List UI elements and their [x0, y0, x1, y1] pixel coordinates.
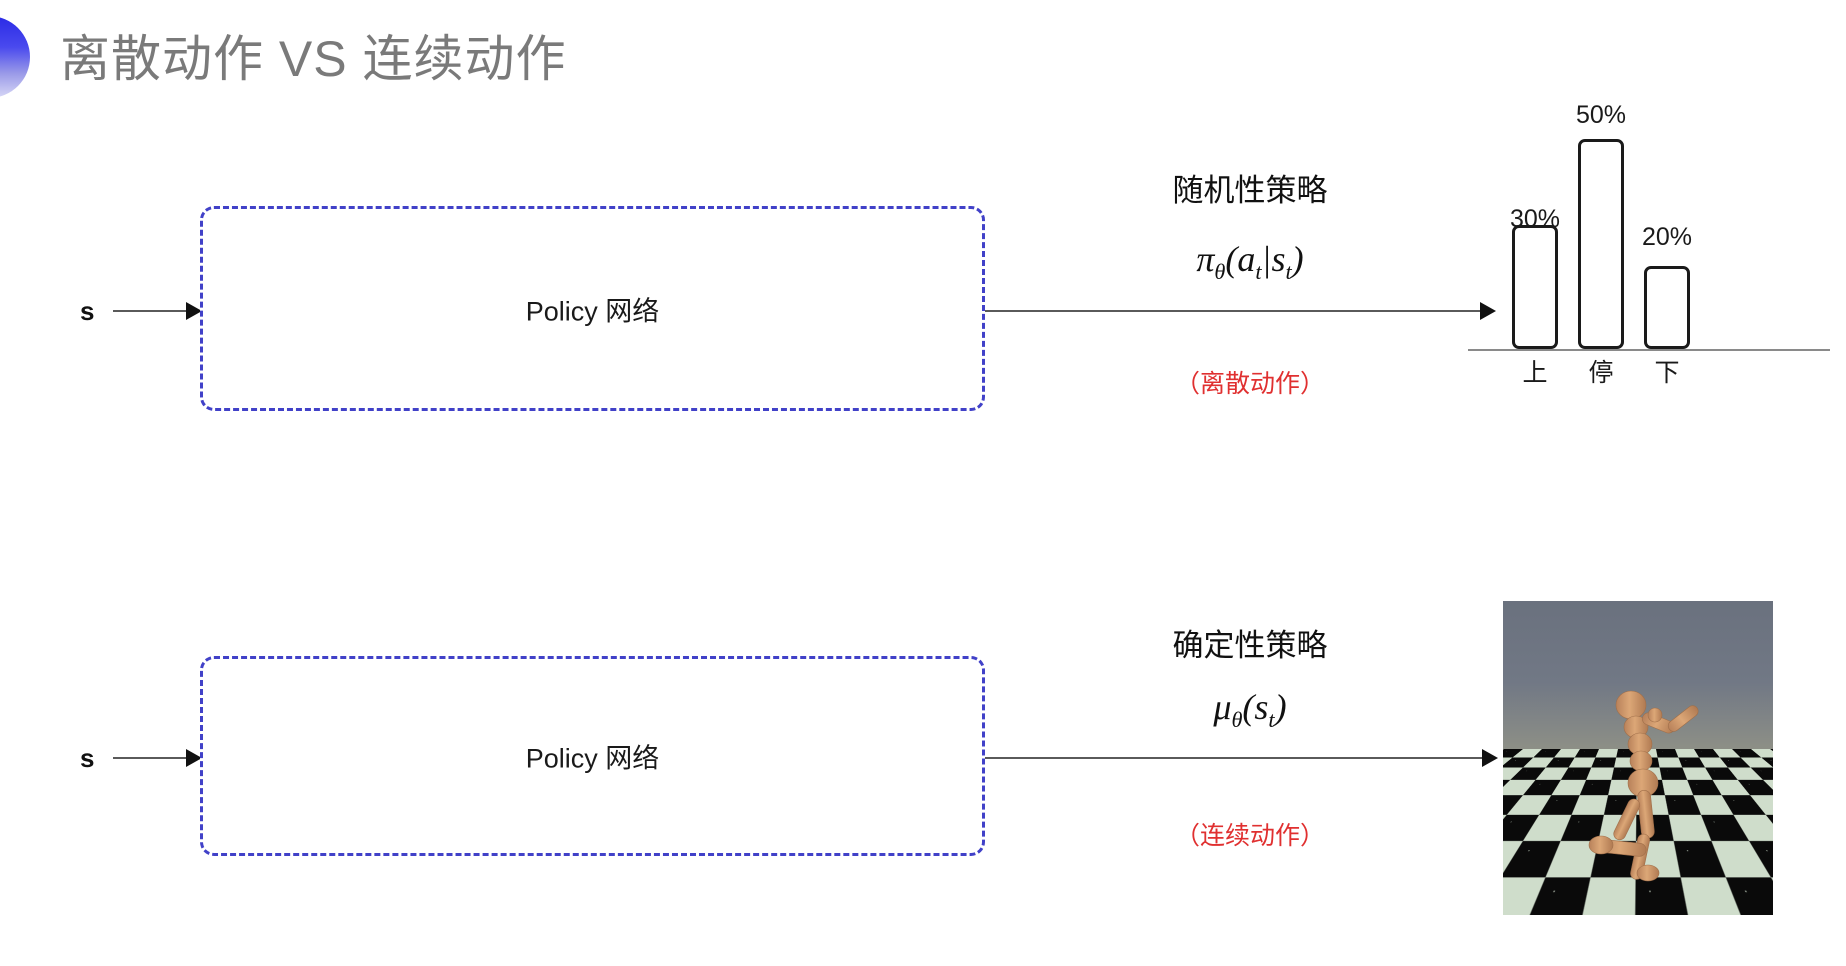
action-note-discrete: （离散动作） — [1174, 370, 1325, 398]
humanoid-figure — [1588, 690, 1699, 882]
humanoid-simulation-image — [1503, 601, 1773, 915]
action-note-continuous: （连续动作） — [1174, 822, 1325, 850]
formula-pi: π — [1196, 239, 1215, 279]
policy-formula-continuous: μθ(st) — [1125, 686, 1375, 733]
state-input-label-discrete: s — [80, 296, 95, 326]
discrete-action-bar-chart: 30% 上 50% 停 20% 下 — [1468, 95, 1846, 395]
bar-down — [1644, 266, 1690, 349]
formula-theta-2: θ — [1231, 707, 1243, 733]
policy-network-box-continuous[interactable]: Policy 网络 — [200, 656, 985, 856]
formula-theta: θ — [1214, 259, 1226, 285]
bar-category-down: 下 — [1654, 359, 1680, 387]
output-arrow-line-discrete — [985, 310, 1485, 312]
input-arrow-line-continuous — [113, 757, 191, 759]
formula-args: (at|st) — [1225, 239, 1304, 285]
page-title: 离散动作 VS 连续动作 — [60, 31, 567, 87]
policy-formula-discrete: πθ(at|st) — [1125, 238, 1375, 285]
output-arrow-head-discrete — [1480, 302, 1496, 320]
bar-value-down: 20% — [1641, 223, 1693, 251]
policy-type-name-continuous: 确定性策略 — [1172, 628, 1328, 663]
state-input-label-continuous: s — [80, 743, 95, 773]
policy-network-label-discrete: Policy 网络 — [525, 296, 660, 326]
output-arrow-line-continuous — [985, 757, 1485, 759]
input-arrow-line-discrete — [113, 310, 191, 312]
bar-value-stop: 50% — [1575, 101, 1627, 129]
bar-category-stop: 停 — [1588, 359, 1614, 387]
output-arrow-head-continuous — [1482, 749, 1498, 767]
policy-type-name-discrete: 随机性策略 — [1172, 173, 1328, 208]
title-decoration-halfcircle — [0, 16, 30, 98]
policy-network-label-continuous: Policy 网络 — [525, 743, 660, 774]
input-arrow-head-discrete — [186, 302, 202, 320]
bar-up — [1512, 225, 1558, 349]
formula-args-2: (st) — [1242, 687, 1287, 733]
policy-network-box-discrete[interactable]: Policy 网络 — [200, 206, 985, 411]
formula-mu: μ — [1213, 687, 1232, 727]
input-arrow-head-continuous — [186, 749, 202, 767]
bar-category-up: 上 — [1522, 359, 1548, 387]
bar-stop — [1578, 139, 1624, 349]
bar-value-up: 30% — [1509, 205, 1561, 233]
chart-baseline-axis — [1468, 349, 1830, 351]
